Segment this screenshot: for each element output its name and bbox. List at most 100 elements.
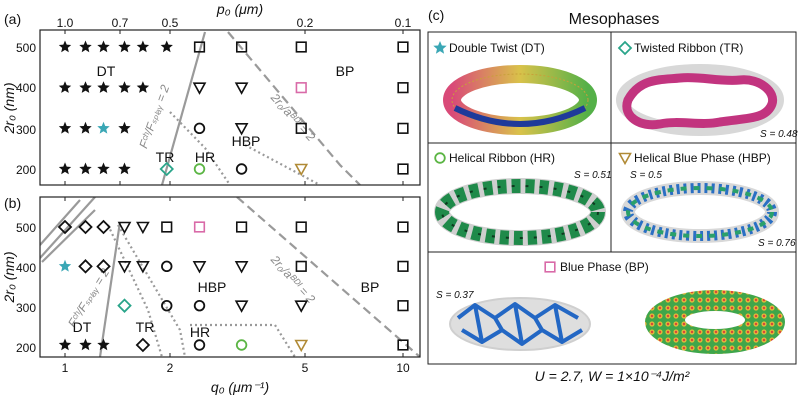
star-marker — [79, 121, 92, 134]
triangle-marker — [234, 82, 249, 95]
panel-c-frame — [427, 31, 797, 365]
y-tick-label: 400 — [16, 81, 36, 95]
star-marker-highlight — [58, 259, 72, 272]
star-marker — [97, 338, 110, 351]
panel-a-frame — [39, 29, 421, 186]
panel-b-boundaries — [40, 197, 420, 357]
hr-torus-image — [434, 178, 606, 246]
square-marker — [235, 221, 248, 233]
star-marker — [97, 162, 110, 175]
square-marker — [295, 41, 307, 53]
triangle-marker — [234, 300, 249, 313]
panel-b-letter: (b) — [4, 195, 21, 211]
star-marker-legend — [433, 41, 447, 54]
panel-b: (b) 2r₀ (nm) 500 400 300 200 1 2 5 10 q₀… — [1, 195, 421, 395]
tr-torus-image — [616, 64, 784, 136]
hr-hbp-boundary-line — [190, 323, 296, 357]
region-label-bp: BP — [336, 63, 355, 79]
order-parameter-label: S = 0.48 — [760, 129, 798, 140]
panel-a-markers — [58, 40, 409, 177]
triangle-marker-highlight — [294, 339, 309, 353]
order-parameter-label: S = 0.51 — [574, 170, 612, 181]
star-marker — [136, 40, 150, 53]
mesophase-cell-tr: Twisted Ribbon (TR) S = 0.48 — [616, 40, 798, 140]
bp-surface-image — [645, 290, 785, 354]
triangle-marker-legend — [618, 152, 632, 166]
diamond-marker — [96, 219, 111, 235]
triangle-marker — [294, 300, 309, 313]
triangle-marker — [234, 123, 249, 136]
panel-a-top-axis-label: p₀ (μm) — [216, 1, 263, 17]
y-tick-label: 300 — [16, 123, 36, 137]
tr-hr-boundary-line — [107, 224, 164, 357]
panel-b-frame — [39, 196, 421, 358]
square-icon — [544, 261, 556, 273]
triangle-marker-highlight — [294, 163, 309, 177]
region-label-hr: HR — [195, 149, 215, 165]
top-tick-label: 0.7 — [112, 16, 129, 30]
panel-a: (a) p₀ (μm) 1.0 0.7 0.5 0.2 0.1 2r₀ (nm)… — [1, 1, 421, 186]
square-marker — [397, 221, 409, 233]
square-marker — [397, 163, 409, 175]
region-label-tr: TR — [136, 319, 155, 335]
diamond-marker — [78, 259, 93, 274]
panel-a-y-ticks: 500 400 300 200 — [16, 41, 36, 177]
y-tick-label: 300 — [16, 301, 36, 315]
y-tick-label: 500 — [16, 221, 36, 235]
diamond-icon — [617, 40, 633, 56]
diamond-marker — [78, 219, 93, 235]
panel-b-markers — [57, 219, 409, 353]
triangle-marker — [117, 261, 132, 274]
star-marker — [118, 162, 131, 175]
square-marker — [295, 122, 307, 134]
panel-c-letter: (c) — [428, 7, 444, 23]
mesophase-cell-dt: Double Twist (DT) — [433, 41, 597, 135]
circle-marker — [193, 299, 206, 312]
circle-marker — [235, 163, 248, 175]
splay-boundary-line — [160, 31, 207, 185]
bp-boundary-line — [227, 31, 361, 185]
y-tick-label: 400 — [16, 261, 36, 275]
panel-c-title: Mesophases — [569, 11, 660, 28]
triangle-marker — [117, 221, 132, 235]
mesophase-title: Double Twist (DT) — [449, 41, 545, 55]
mesophase-cell-bp: Blue Phase (BP) S = 0.37 — [436, 260, 785, 354]
square-marker-highlight — [193, 221, 206, 233]
square-marker-highlight — [295, 82, 307, 94]
circle-icon — [434, 152, 446, 164]
panel-b-dashed-boundary-label: 2r₀/aᴮᴰᴵ = 2 — [267, 252, 318, 306]
circle-marker — [161, 260, 173, 273]
square-marker-legend — [544, 261, 556, 273]
mesophase-title: Twisted Ribbon (TR) — [634, 41, 743, 55]
hr-hbp-boundary-line — [244, 144, 321, 185]
star-marker — [97, 81, 110, 93]
triangle-icon — [618, 152, 632, 166]
hbp-torus-image — [621, 181, 779, 243]
triangle-marker — [136, 261, 150, 274]
panel-a-y-axis-label: 2r₀ (nm) — [1, 82, 17, 134]
triangle-marker — [192, 82, 207, 95]
star-marker — [118, 121, 131, 134]
square-marker — [397, 300, 409, 312]
x-tick-label: 5 — [302, 361, 309, 375]
region-label-hr: HR — [190, 324, 210, 340]
x-tick-label: 1 — [62, 361, 69, 375]
bp-network-image — [449, 297, 591, 351]
diamond-marker — [96, 259, 111, 274]
square-marker — [161, 221, 173, 233]
mesophase-title: Blue Phase (BP) — [560, 260, 649, 274]
order-parameter-label: S = 0.37 — [436, 290, 474, 301]
triangle-marker — [234, 261, 249, 274]
square-marker — [295, 260, 307, 272]
panel-b-x-axis-label: q₀ (μm⁻¹) — [211, 379, 269, 395]
star-marker — [58, 40, 72, 53]
square-marker — [235, 41, 248, 53]
diamond-marker-highlight — [117, 298, 132, 313]
panel-a-letter: (a) — [4, 11, 21, 27]
panel-a-solid-boundary-label: Fᶜʰ/Fₛₚₗₐᵧ = 2 — [136, 83, 172, 151]
triangle-marker — [136, 221, 150, 235]
tr-hr-boundary-line — [169, 111, 231, 185]
square-marker — [397, 122, 409, 134]
star-marker — [79, 81, 92, 93]
